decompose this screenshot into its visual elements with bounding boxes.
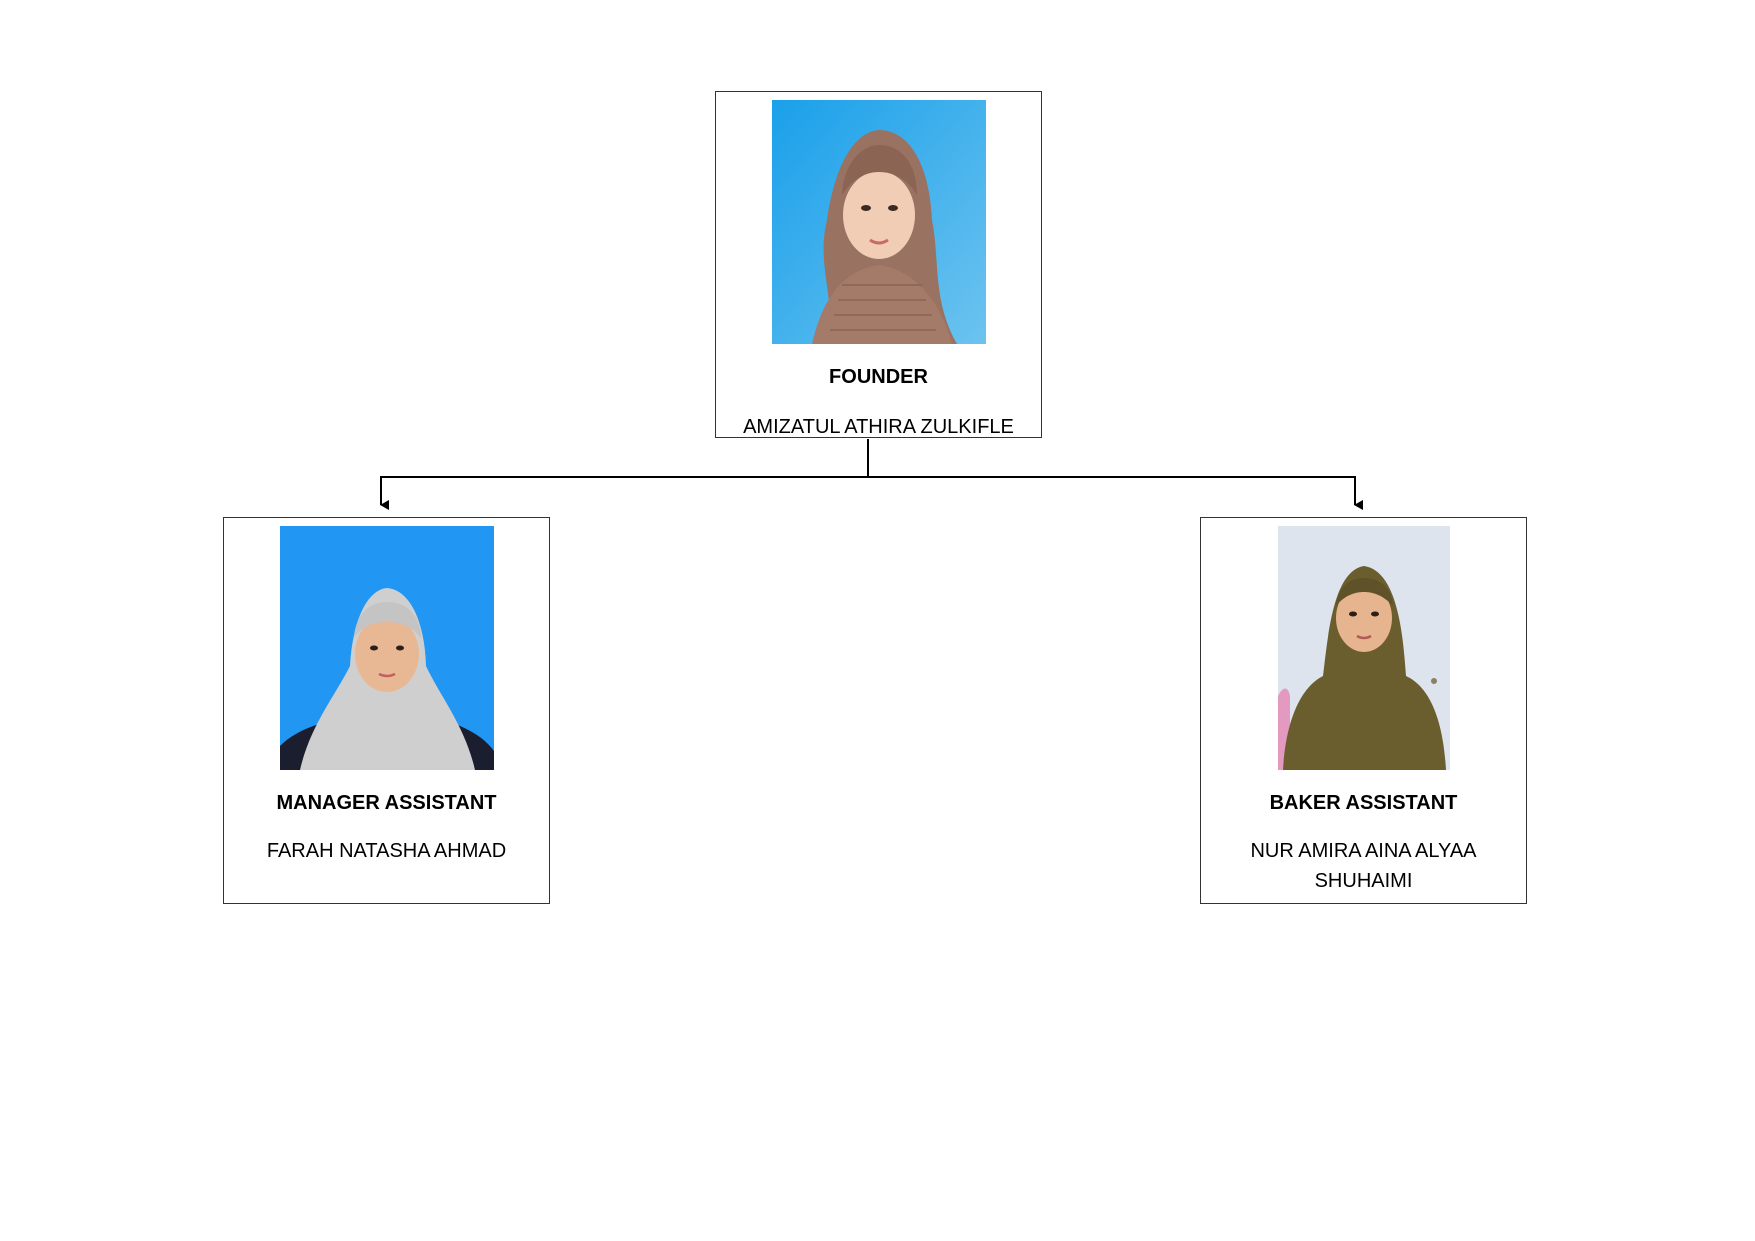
baker-assistant-role-title: BAKER ASSISTANT	[1269, 792, 1458, 814]
founder-role-title: FOUNDER	[829, 366, 928, 388]
org-card-manager-assistant: MANAGER ASSISTANT FARAH NATASHA AHMAD	[223, 517, 550, 904]
founder-portrait-photo	[771, 100, 986, 344]
baker-assistant-portrait-photo	[1277, 526, 1450, 770]
org-card-baker-assistant: BAKER ASSISTANT NUR AMIRA AINA ALYAA SHU…	[1200, 517, 1527, 904]
founder-name: AMIZATUL ATHIRA ZULKIFLE	[743, 416, 1014, 438]
baker-assistant-name: NUR AMIRA AINA ALYAA SHUHAIMI	[1250, 840, 1477, 892]
manager-assistant-portrait-photo	[279, 526, 494, 770]
manager-assistant-role-title: MANAGER ASSISTANT	[276, 792, 497, 814]
manager-assistant-name: FARAH NATASHA AHMAD	[266, 840, 507, 862]
org-card-founder: FOUNDER AMIZATUL ATHIRA ZULKIFLE	[715, 91, 1042, 438]
